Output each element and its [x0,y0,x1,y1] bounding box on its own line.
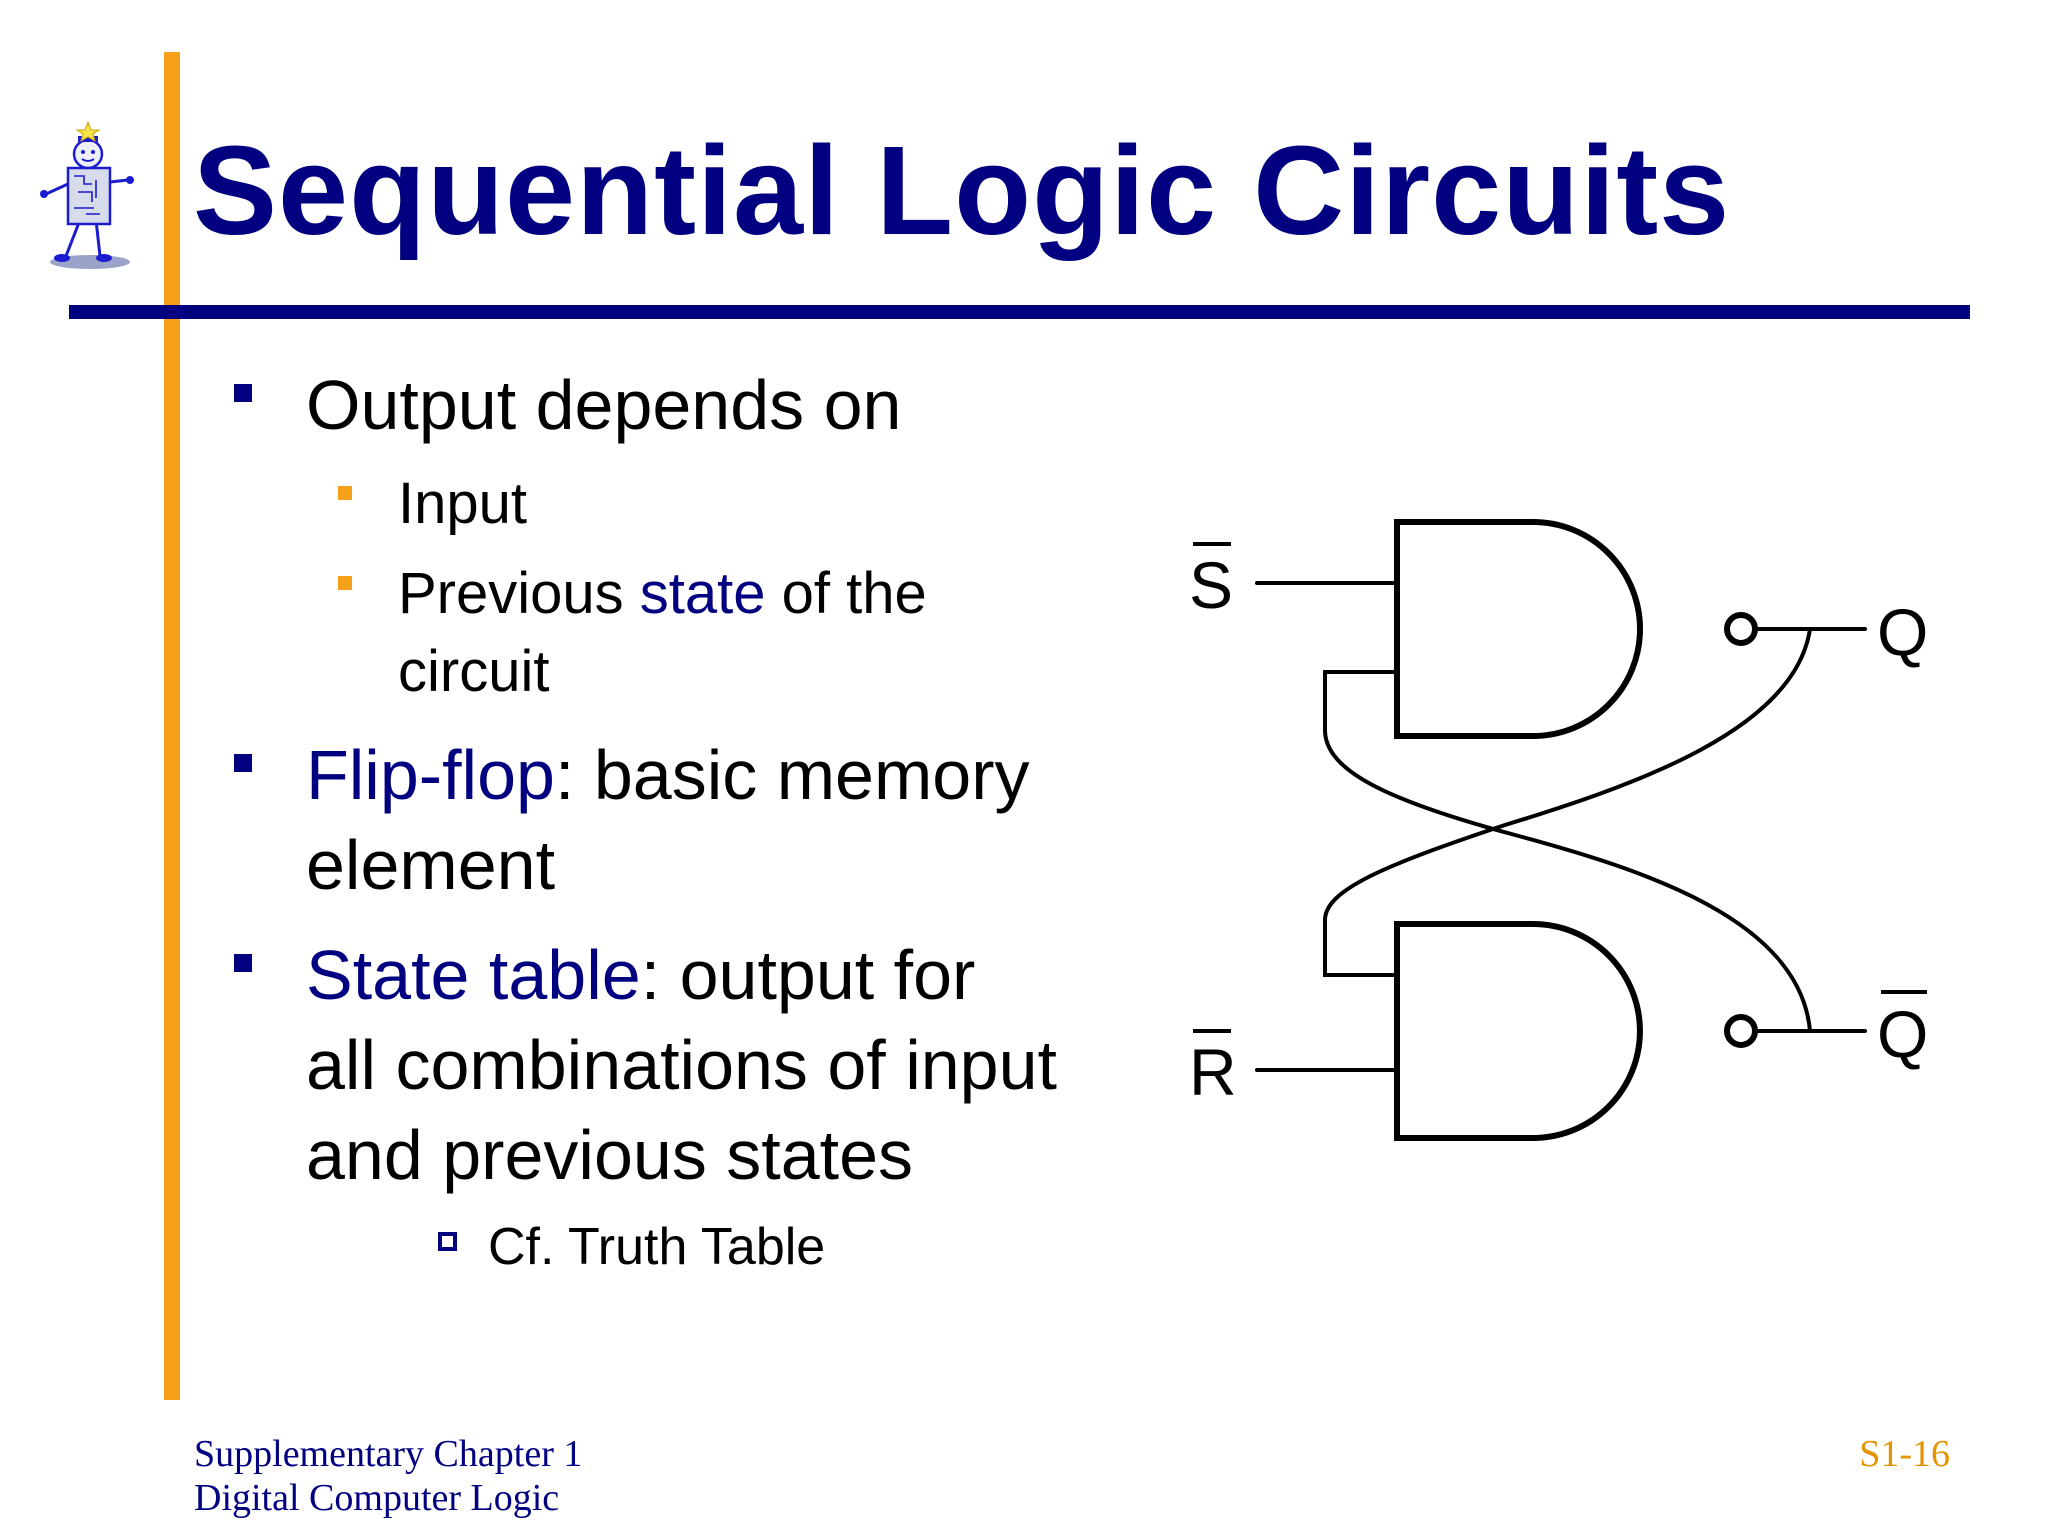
sr-latch-diagram: S R Q Q [1189,519,1928,1141]
lower-inverter-bubble [1724,1014,1758,1048]
page-title: Sequential Logic Circuits [193,120,1731,261]
feedback-wire-qbar-to-upper [1323,670,1812,1033]
sub-bullet-text-pre: Previous [398,561,640,626]
lower-nand-gate [1394,921,1643,1141]
bullet-text-continued: and previous states [306,1116,914,1194]
feedback-wire-q-to-lower [1323,627,1812,977]
bullet-text-continued: element [306,826,556,904]
bullet-marker [234,954,252,972]
bullet-text-continued: all combinations of input [306,1026,1057,1104]
sub-bullet-marker [338,576,352,590]
sub-bullet-text-post: of the [765,561,927,626]
footer-chapter-line1: Supplementary Chapter 1 [194,1433,583,1475]
robot-mascot-icon [40,122,134,269]
bullet-text-post: : output for [640,936,976,1014]
footer-chapter-line2: Digital Computer Logic [194,1477,560,1519]
bullet-text: Output depends on [306,366,902,444]
bullet-marker [234,384,252,402]
sub-bullet-text: Previous state of the [398,556,927,632]
slide-number: S1-16 [1859,1433,1950,1475]
accent-vertical-bar [164,52,180,1400]
bullet-text: Flip-flop: basic memory [306,730,1030,820]
term-flip-flop: Flip-flop [306,736,555,814]
q-label: Q [1877,595,1928,669]
sub-bullet-marker [338,486,352,500]
upper-inverter-bubble [1724,612,1758,646]
upper-nand-gate [1394,519,1643,739]
bullet-marker [234,754,252,772]
term-state-table: State table [306,936,641,1014]
r-bar-label: R [1189,1035,1237,1109]
term-state: state [639,561,766,626]
footer-chapter: Supplementary Chapter 1 Digital Computer… [194,1432,582,1520]
s-bar-label: S [1189,548,1233,622]
title-underline-rule [69,305,1970,319]
hollow-square-bullet-marker [438,1232,457,1251]
sub-bullet-text: Input [398,471,527,536]
bullet-text-post: : basic memory [554,736,1030,814]
sub-sub-bullet-text: Cf. Truth Table [488,1218,826,1276]
q-bar-label: Q [1877,997,1928,1071]
sub-bullet-text-continued: circuit [398,639,550,704]
bullet-text: State table: output for [306,930,975,1020]
